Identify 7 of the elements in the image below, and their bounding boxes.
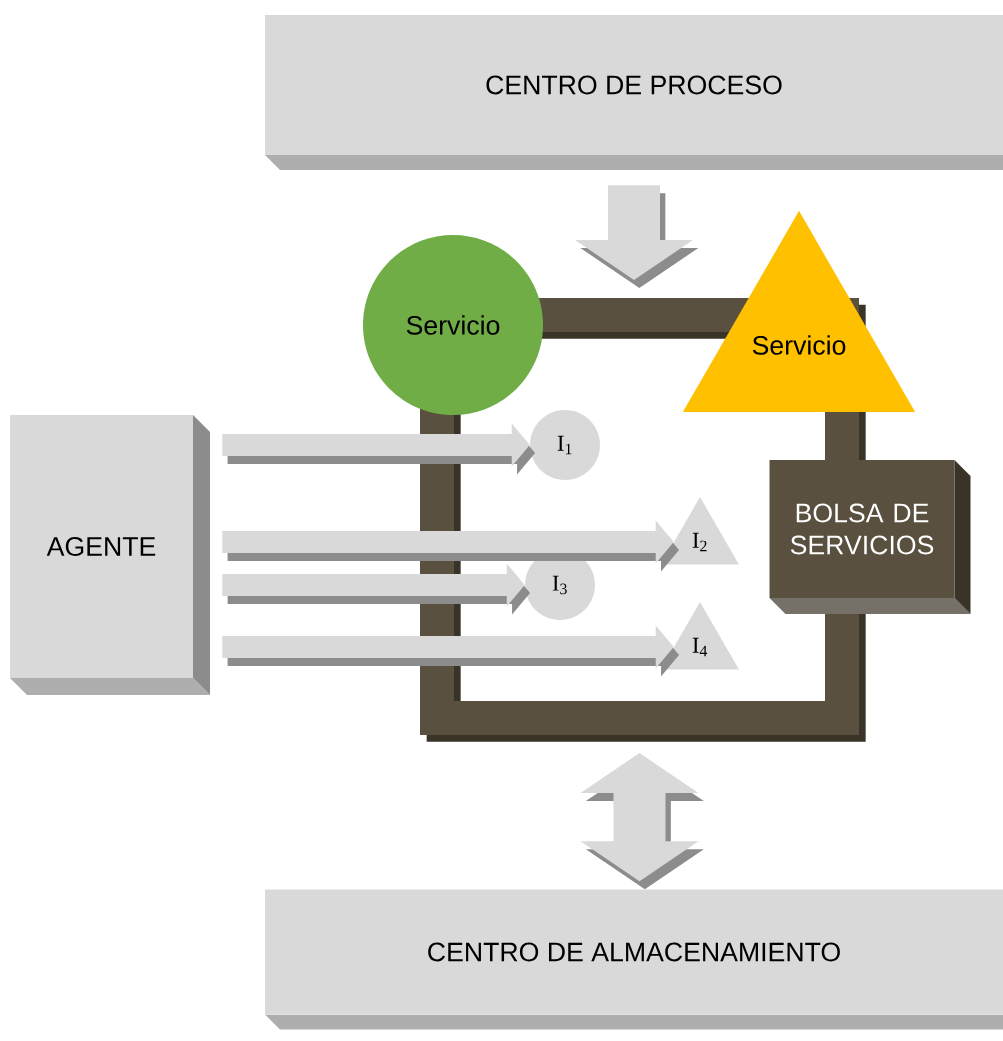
process-box: BOLSA DE SERVICIOS: [769, 460, 971, 614]
block-arrow: [580, 753, 704, 890]
process-box: CENTRO DE PROCESO: [265, 15, 1003, 170]
triangle: Servicio: [682, 210, 916, 413]
block-arrow: [575, 185, 699, 288]
process-box: AGENTE: [10, 415, 210, 695]
process-box: CENTRO DE ALMACENAMIENTO: [265, 889, 1003, 1030]
